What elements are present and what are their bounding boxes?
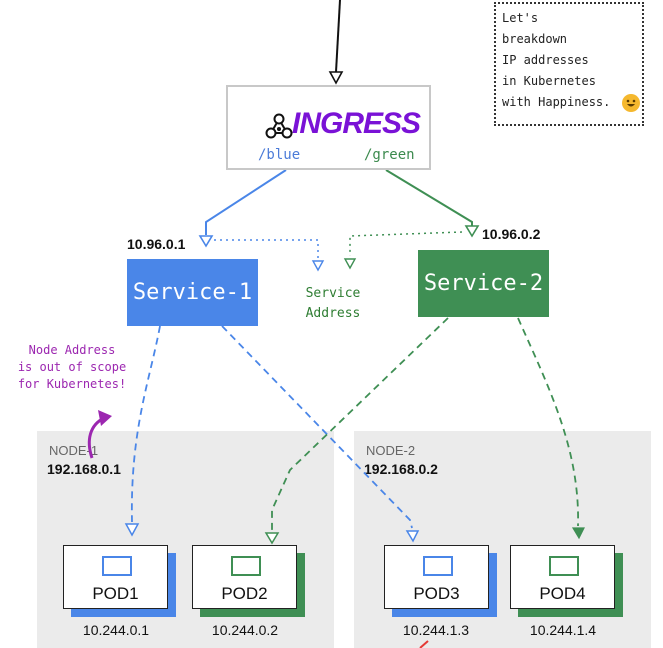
note-line-1: Let's <box>502 11 539 25</box>
node-2-name: NODE-2 <box>366 443 416 458</box>
service2-to-pod2 <box>264 317 449 545</box>
service-1-ip: 10.96.0.1 <box>127 236 186 252</box>
pod4-card: POD4 <box>510 545 615 609</box>
container-icon <box>549 556 579 576</box>
pod4-ip: 10.244.1.4 <box>529 622 597 638</box>
pod4-name: POD4 <box>539 584 586 603</box>
note-line-3: IP addresses <box>502 53 589 67</box>
pod3-card: POD3 <box>384 545 489 609</box>
route-blue-label: /blue <box>258 147 301 163</box>
container-icon <box>423 556 453 576</box>
pod3-name: POD3 <box>413 584 460 603</box>
container-icon <box>231 556 261 576</box>
callout-line-2: is out of scope <box>17 360 127 374</box>
callout-arrow <box>87 410 112 459</box>
note-box: Let's breakdown IP addresses in Kubernet… <box>494 2 644 126</box>
service-address-label-line-1: Service <box>305 286 361 301</box>
container-icon <box>102 556 132 576</box>
note-line-4: in Kubernetes <box>502 74 596 88</box>
service-address-pointer-1 <box>214 239 325 272</box>
callout-line-3: for Kubernetes! <box>17 377 127 391</box>
note-line-2: breakdown <box>502 32 568 46</box>
pod1-name: POD1 <box>92 584 139 603</box>
route-blue-line <box>198 169 287 248</box>
node-2-ip: 192.168.0.2 <box>364 461 438 477</box>
note-line-5: with Happiness. <box>502 95 611 109</box>
service-2-box: Service-2 <box>418 250 549 317</box>
entry-arrow <box>328 0 344 85</box>
ingress-title: INGRESS <box>292 107 421 140</box>
service-2-ip: 10.96.0.2 <box>482 226 541 242</box>
node-1-name: NODE-1 <box>49 443 99 458</box>
service-address-pointer-2 <box>343 231 463 270</box>
ingress-box: INGRESS /blue /green <box>226 85 431 170</box>
pod2-ip: 10.244.0.2 <box>211 622 279 638</box>
service2-to-pod4 <box>517 317 585 540</box>
pod1-ip: 10.244.0.1 <box>82 622 150 638</box>
service-address-label: Service Address <box>293 284 373 324</box>
node-1-ip: 192.168.0.1 <box>47 461 121 477</box>
pod1-card: POD1 <box>63 545 168 609</box>
kubernetes-ingress-logo-icon <box>265 113 293 139</box>
service-address-label-line-2: Address <box>305 306 361 321</box>
route-green-line <box>385 169 480 238</box>
smiley-emoji-icon <box>622 94 640 112</box>
pod2-name: POD2 <box>221 584 268 603</box>
node-address-callout: Node Address is out of scope for Kuberne… <box>12 342 132 393</box>
service1-to-pod1 <box>124 325 161 537</box>
red-mark <box>419 640 429 648</box>
service-1-box: Service-1 <box>127 259 258 326</box>
pod2-card: POD2 <box>192 545 297 609</box>
callout-line-1: Node Address <box>28 343 116 357</box>
route-green-label: /green <box>364 147 415 163</box>
service1-to-pod3 <box>221 325 420 543</box>
pod3-ip: 10.244.1.3 <box>402 622 470 638</box>
